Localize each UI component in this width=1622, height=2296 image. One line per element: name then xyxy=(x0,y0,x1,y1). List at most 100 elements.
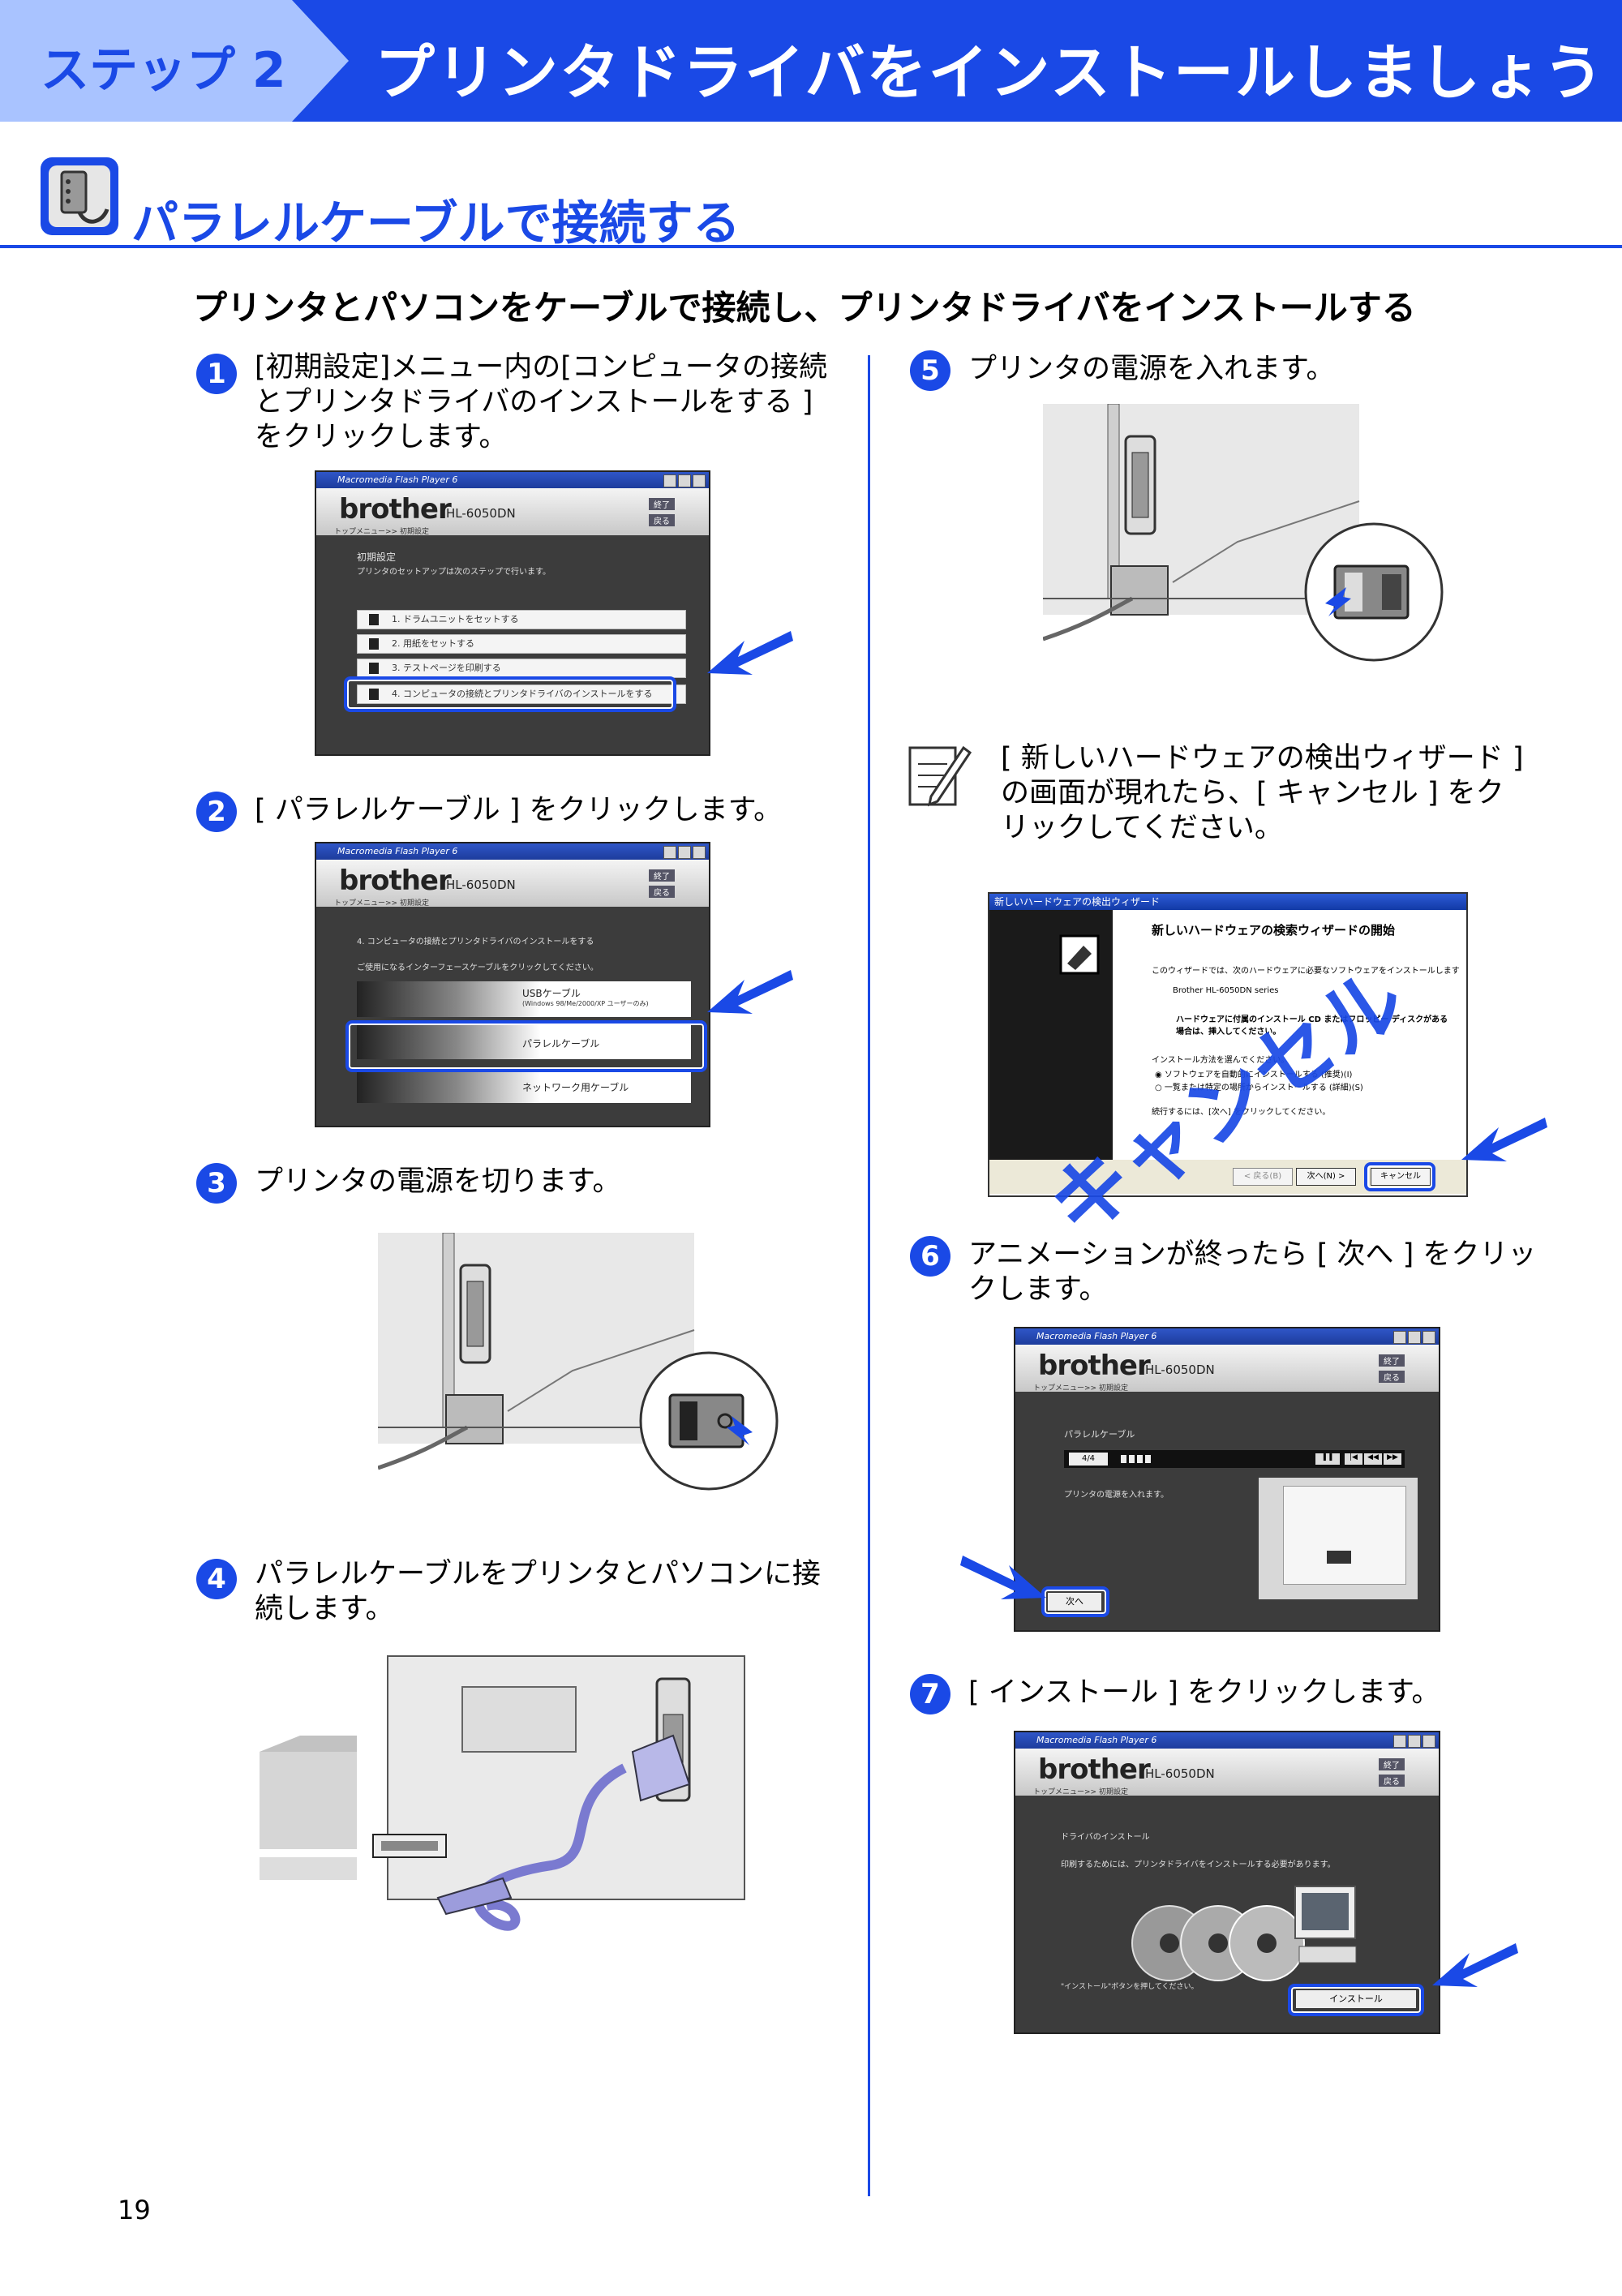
animation-control-bar: 4/4 ❚❚ |◀ ◀◀ ▶▶ xyxy=(1064,1450,1405,1468)
wizard-cancel-button[interactable]: キャンセル xyxy=(1371,1168,1431,1186)
step-text-7: [ インストール ] をクリックします。 xyxy=(968,1676,1440,1709)
section-rule xyxy=(0,245,1622,248)
menu-item-install-driver[interactable]: 4. コンピュータの接続とプリンタドライバのインストールをする xyxy=(357,685,686,704)
step-text-2: [ パラレルケーブル ] をクリックします。 xyxy=(255,794,783,826)
exit-button[interactable]: 終了 xyxy=(649,869,675,882)
back-button[interactable]: 戻る xyxy=(1379,1775,1405,1787)
wizard-line5: 続行するには、[次へ] をクリックしてください。 xyxy=(1152,1108,1331,1117)
option-parallel-cable[interactable]: パラレルケーブル xyxy=(357,1025,691,1059)
option-network-cable[interactable]: ネットワーク用ケーブル xyxy=(357,1069,691,1103)
printer-power-on-illustration xyxy=(1043,404,1448,663)
highlight-frame xyxy=(1041,1586,1109,1617)
step-number-6: 6 xyxy=(910,1236,950,1277)
screenshot-select-cable: Macromedia Flash Player 6 brother HL-605… xyxy=(315,842,710,1127)
next-button[interactable]: 次へ xyxy=(1048,1593,1101,1611)
breadcrumb: トップメニュー>> 初期設定 xyxy=(1033,1788,1128,1796)
pointer-arrow-icon xyxy=(960,1556,1046,1599)
next-icon[interactable]: ▶▶ xyxy=(1384,1453,1401,1465)
prev-icon[interactable]: ◀◀ xyxy=(1364,1453,1382,1465)
step-text-1: [初期設定]メニュー内の[コンピュータの接続とプリンタドライバのインストールをす… xyxy=(255,351,827,453)
note-memo-icon xyxy=(908,745,972,807)
window-title-bar: Macromedia Flash Player 6 xyxy=(1015,1328,1439,1345)
step-number-2: 2 xyxy=(196,792,237,832)
brother-logo: brother xyxy=(1038,1350,1151,1382)
page-number: 19 xyxy=(118,2195,151,2225)
window-buttons xyxy=(662,846,706,862)
window-title-bar: Macromedia Flash Player 6 xyxy=(316,843,709,860)
step-label: ステップ 2 xyxy=(41,42,286,99)
section-title: パラレルケーブルで接続する xyxy=(131,195,740,251)
step-number-3: 3 xyxy=(196,1163,237,1204)
wizard-line2: Brother HL-6050DN series xyxy=(1173,986,1279,995)
screen-subtext: プリンタの電源を入れます。 xyxy=(1064,1491,1169,1500)
printer-photo xyxy=(1259,1478,1418,1599)
model-name: HL-6050DN xyxy=(446,878,516,892)
pause-icon[interactable]: ❚❚ xyxy=(1315,1453,1340,1465)
printer-power-off-illustration xyxy=(378,1233,783,1492)
screen-hint: "インストール"ボタンを押してください。 xyxy=(1061,1983,1199,1991)
wizard-line1: このウィザードでは、次のハードウェアに必要なソフトウェアをインストールします xyxy=(1152,967,1460,976)
screenshot-driver-install: Macromedia Flash Player 6 brother HL-605… xyxy=(1014,1731,1440,2034)
pointer-arrow-icon xyxy=(707,970,793,1014)
wizard-line3: ハードウェアに付属のインストール CD またはフロッピー ディスクがある場合は、… xyxy=(1176,1015,1448,1036)
page-title: プリンタドライバをインストールしましょう xyxy=(375,38,1606,108)
screen-heading: 4. コンピュータの接続とプリンタドライバのインストールをする xyxy=(357,938,594,946)
app-header: brother HL-6050DN トップメニュー>> 初期設定 終了 戻る xyxy=(1015,1345,1439,1393)
menu-item-paper[interactable]: 2. 用紙をセットする xyxy=(357,634,686,654)
back-button[interactable]: 戻る xyxy=(649,886,675,898)
app-header: brother HL-6050DN トップメニュー>> 初期設定 終了 戻る xyxy=(316,488,709,536)
wizard-option-manual[interactable]: ○ 一覧または特定の場所からインストールする (詳細)(S) xyxy=(1155,1084,1363,1092)
app-header: brother HL-6050DN トップメニュー>> 初期設定 終了 戻る xyxy=(316,860,709,908)
wizard-next-button[interactable]: 次へ(N) > xyxy=(1296,1168,1356,1186)
exit-button[interactable]: 終了 xyxy=(1379,1758,1405,1770)
wizard-title-bar: 新しいハードウェアの検出ウィザード xyxy=(989,894,1466,910)
breadcrumb: トップメニュー>> 初期設定 xyxy=(334,528,429,536)
network-label: ネットワーク用ケーブル xyxy=(522,1082,629,1093)
step-number-7: 7 xyxy=(910,1674,950,1714)
step-counter: 4/4 xyxy=(1069,1453,1108,1466)
screen-subtext: 印刷するためには、プリンタドライバをインストールする必要があります。 xyxy=(1061,1860,1336,1869)
screen-subtext: プリンタのセットアップは次のステップで行います。 xyxy=(357,568,551,577)
wizard-back-button[interactable]: < 戻る(B) xyxy=(1233,1168,1293,1186)
screen-subtext: ご使用になるインターフェースケーブルをクリックしてください。 xyxy=(357,963,599,972)
menu-item-testpage[interactable]: 3. テストページを印刷する xyxy=(357,659,686,678)
column-divider xyxy=(868,355,870,2196)
highlight-frame xyxy=(1288,1984,1424,2016)
wizard-option-auto[interactable]: ◉ ソフトウェアを自動的にインストールする (推奨)(I) xyxy=(1155,1071,1353,1079)
menu-item-drum[interactable]: 1. ドラムユニットをセットする xyxy=(357,610,686,629)
step-number-4: 4 xyxy=(196,1559,237,1599)
cd-and-computer-icon xyxy=(1131,1886,1357,1981)
install-button[interactable]: インストール xyxy=(1296,1990,1416,2008)
highlight-frame xyxy=(345,1020,707,1072)
usb-sublabel: (Windows 98/Me/2000/XP ユーザーのみ) xyxy=(522,1000,649,1007)
highlight-frame xyxy=(1364,1162,1435,1191)
window-buttons xyxy=(1392,1331,1435,1347)
brother-logo: brother xyxy=(339,493,452,526)
screenshot-animation: Macromedia Flash Player 6 brother HL-605… xyxy=(1014,1327,1440,1632)
window-buttons xyxy=(1392,1735,1435,1751)
section-lead: プリンタとパソコンをケーブルで接続し、プリンタドライバをインストールする xyxy=(193,288,1416,328)
exit-button[interactable]: 終了 xyxy=(649,498,675,510)
model-name: HL-6050DN xyxy=(1145,1766,1215,1781)
option-usb-cable[interactable]: USBケーブル (Windows 98/Me/2000/XP ユーザーのみ) xyxy=(357,981,691,1017)
breadcrumb: トップメニュー>> 初期設定 xyxy=(334,899,429,908)
back-button[interactable]: 戻る xyxy=(649,514,675,526)
parallel-cable-connection-illustration xyxy=(251,1654,832,1979)
screen-heading: パラレルケーブル xyxy=(1064,1429,1135,1440)
step-number-1: 1 xyxy=(196,354,237,394)
first-icon[interactable]: |◀ xyxy=(1345,1453,1362,1465)
breadcrumb: トップメニュー>> 初期設定 xyxy=(1033,1384,1128,1393)
screenshot-new-hardware-wizard: 新しいハードウェアの検出ウィザード 新しいハードウェアの検索ウィザードの開始 こ… xyxy=(988,892,1468,1255)
wizard-button-bar: < 戻る(B) 次へ(N) > キャンセル xyxy=(989,1160,1466,1194)
back-button[interactable]: 戻る xyxy=(1379,1371,1405,1383)
window-buttons xyxy=(662,474,706,491)
progress-segments xyxy=(1121,1455,1153,1463)
screenshot-initial-setup: Macromedia Flash Player 6 brother HL-605… xyxy=(315,470,710,756)
step-tab xyxy=(0,0,349,122)
step-text-5: プリンタの電源を入れます。 xyxy=(968,353,1335,385)
wizard-heading: 新しいハードウェアの検索ウィザードの開始 xyxy=(1152,923,1396,938)
exit-button[interactable]: 終了 xyxy=(1379,1354,1405,1367)
window-title-bar: Macromedia Flash Player 6 xyxy=(1015,1732,1439,1749)
step-text-4: パラレルケーブルをプリンタとパソコンに接続します。 xyxy=(255,1558,821,1625)
pointer-arrow-icon xyxy=(1432,1943,1518,1987)
